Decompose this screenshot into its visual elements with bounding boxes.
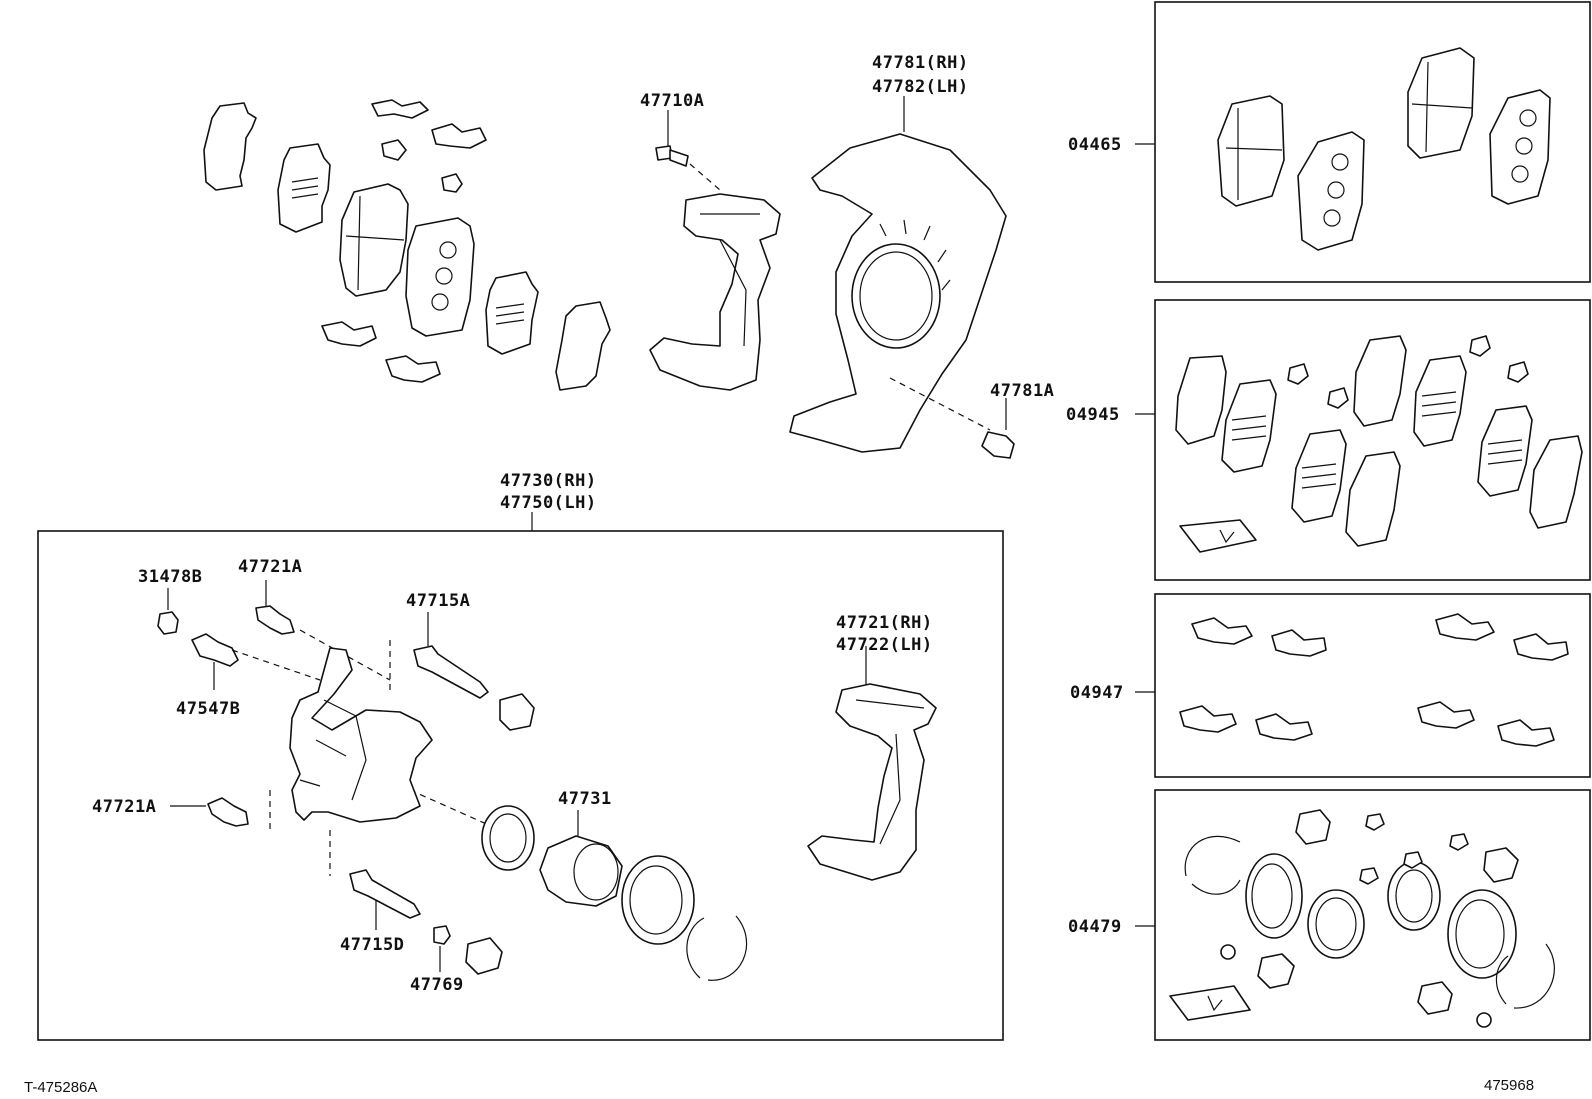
slide-pin-47715d <box>349 869 421 919</box>
inner-shim-right <box>485 271 539 355</box>
label-47781-rh: 47781(RH) <box>872 53 969 73</box>
label-47781a: 47781A <box>990 381 1054 401</box>
caliper-cylinder-body <box>289 647 433 823</box>
kit-box-04947 <box>1154 593 1591 778</box>
pad-clip-4 <box>441 173 463 193</box>
label-47721-rh: 47721(RH) <box>836 613 933 633</box>
shield-center-hole <box>851 243 941 349</box>
pad-clip-5 <box>321 321 377 347</box>
boot-retaining-ring <box>686 915 748 981</box>
kit-box-04479 <box>1154 789 1591 1041</box>
label-47715d: 47715D <box>340 935 404 955</box>
label-47547b: 47547B <box>176 699 240 719</box>
label-47782-lh: 47782(LH) <box>872 77 969 97</box>
caliper-mounting-bracket <box>649 193 781 391</box>
label-04479: 04479 <box>1068 917 1122 937</box>
caliper-bracket-47721 <box>807 683 937 881</box>
ring-47769 <box>433 925 451 945</box>
pad-clip-1 <box>371 99 429 119</box>
label-04465: 04465 <box>1068 135 1122 155</box>
kit-04465-parts <box>1135 47 1551 251</box>
footer-right-code: 475968 <box>1484 1077 1534 1094</box>
label-47715a: 47715A <box>406 591 470 611</box>
cylinder-boot <box>621 855 695 945</box>
piston-47731 <box>539 835 623 907</box>
footer-left-code: T-475286A <box>24 1079 97 1096</box>
label-47722-lh: 47722(LH) <box>836 635 933 655</box>
mounting-bracket-top <box>649 110 781 391</box>
slide-pin-47715a <box>413 645 489 699</box>
pad-shim-exploded-group <box>203 99 611 391</box>
label-04947: 04947 <box>1070 683 1124 703</box>
label-47721a-bottom: 47721A <box>92 797 156 817</box>
label-47730-rh: 47730(RH) <box>500 471 597 491</box>
kit-box-04945 <box>1154 299 1591 581</box>
label-47769: 47769 <box>410 975 464 995</box>
label-31478b: 31478B <box>138 567 202 587</box>
kit-box-04465 <box>1154 1 1591 283</box>
caliper-assembly-parts <box>157 580 937 981</box>
pad-clip-6 <box>385 355 441 383</box>
label-47750-lh: 47750(LH) <box>500 493 597 513</box>
kit-04479-parts <box>1135 809 1555 1028</box>
brake-pad-outer <box>339 183 409 297</box>
bleeder-cap-31478b <box>157 611 179 635</box>
label-04945: 04945 <box>1066 405 1120 425</box>
pad-clip-2 <box>381 139 407 161</box>
label-47710a: 47710A <box>640 91 704 111</box>
bolt-47710a-shank <box>669 149 689 167</box>
bushing-bolt-47721a-top <box>255 605 295 635</box>
label-47731: 47731 <box>558 789 612 809</box>
pin-boot-bottom <box>465 937 503 975</box>
disc-dust-shield <box>789 96 1015 459</box>
bleeder-plug-47547b <box>191 633 239 667</box>
pin-boot-top <box>499 693 535 731</box>
bushing-bolt-47721a-bottom <box>207 797 249 827</box>
bolt-47781a <box>981 431 1015 459</box>
kit-04947-parts <box>1135 613 1569 747</box>
kit-04945-parts <box>1135 335 1583 553</box>
caliper-assembly-box <box>37 530 1004 1041</box>
brake-pad-inner <box>405 217 475 337</box>
label-47721a-top: 47721A <box>238 557 302 577</box>
outer-shim-left <box>203 102 257 191</box>
pad-clip-3 <box>431 123 487 149</box>
outer-shim-right <box>555 301 611 391</box>
